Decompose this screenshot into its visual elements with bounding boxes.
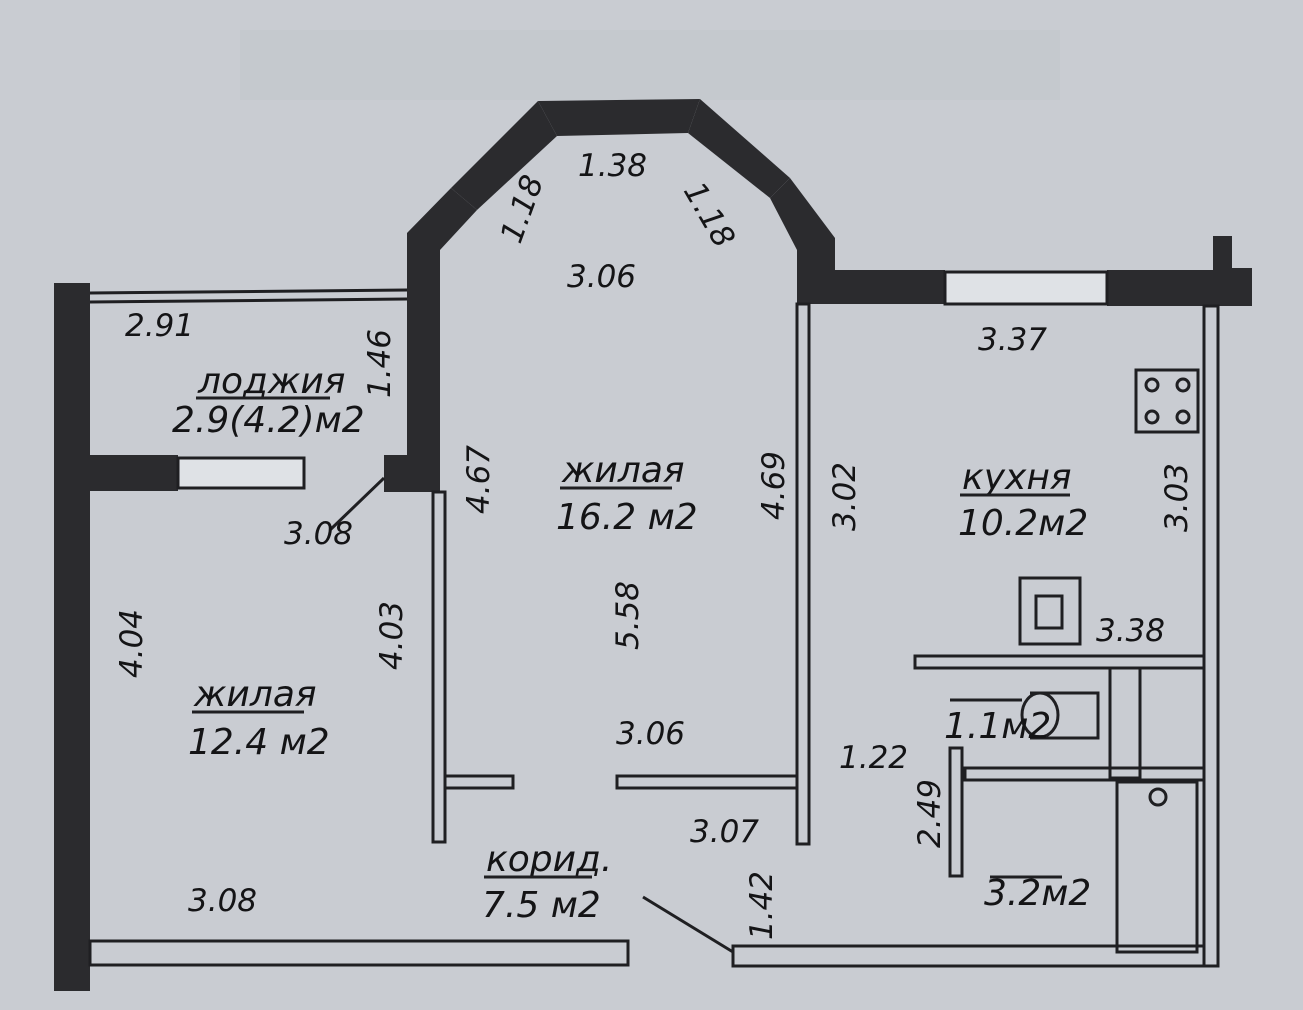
- dim-living1-left: 4.67: [461, 445, 497, 514]
- dim-corridor-right: 3.07: [690, 814, 759, 850]
- fixtures: [1018, 368, 1200, 954]
- dim-living2-bottom: 3.08: [188, 883, 257, 919]
- bay-top-wall: [538, 99, 700, 136]
- dim-bay-top: 1.38: [578, 148, 647, 184]
- right-exterior-wall: [1202, 304, 1220, 968]
- dim-living2-right: 4.03: [374, 601, 410, 670]
- bathtub-icon: [1115, 780, 1199, 954]
- dim-living1-top: 3.06: [567, 259, 636, 295]
- loggia-partition-wall: [54, 455, 178, 491]
- bath-area: 3.2м2: [984, 873, 1091, 914]
- loggia-railing: [89, 288, 408, 295]
- dim-kitchen-right: 3.03: [1159, 463, 1195, 532]
- top-right-corner: [1213, 236, 1252, 306]
- door-stub-left: [443, 774, 515, 790]
- stove-icon: [1134, 368, 1200, 434]
- bay-upper-left-wall: [451, 101, 557, 210]
- exterior-walls: [54, 99, 1252, 991]
- dim-kitchen-left: 3.02: [827, 462, 863, 531]
- room-labels: лоджия 2.9(4.2)м2 жилая 16.2 м2 кухня 10…: [172, 361, 1091, 926]
- dim-living2-left: 4.04: [114, 609, 150, 678]
- dim-loggia-depth: 1.46: [362, 329, 398, 398]
- dim-loggia-width: 2.91: [125, 308, 194, 344]
- living1-area: 16.2 м2: [556, 497, 698, 538]
- kitchen-name: кухня: [962, 457, 1072, 498]
- dim-kitchen-width: 3.37: [978, 322, 1047, 358]
- bay-left-wall: [384, 188, 477, 492]
- kitchen-window: [943, 270, 1109, 306]
- corridor-area: 7.5 м2: [482, 885, 601, 926]
- left-exterior-wall: [54, 283, 90, 991]
- bottom-wall-right: [731, 944, 1206, 968]
- wc-area: 1.1м2: [944, 706, 1051, 747]
- ventilation-shaft-icon: [1018, 576, 1082, 646]
- dim-entry: 1.42: [744, 871, 780, 940]
- dim-living1-depth: 5.58: [610, 581, 646, 650]
- wall-living2-living1: [431, 490, 447, 844]
- living1-name: жилая: [561, 450, 685, 491]
- bottom-wall-left: [88, 939, 630, 967]
- dim-corridor-d: 2.49: [912, 779, 948, 848]
- kitchen-area: 10.2м2: [958, 503, 1088, 544]
- dim-living1-bottom: 3.06: [616, 716, 685, 752]
- wc-bottom-wall: [963, 766, 1206, 782]
- windows: [89, 270, 1109, 490]
- dim-kitchen-bottom: 3.38: [1096, 613, 1165, 649]
- bay-right-wall: [770, 178, 945, 304]
- dim-corridor-w: 1.22: [839, 740, 908, 776]
- living2-name: жилая: [193, 674, 317, 715]
- dim-living1-right: 4.69: [756, 451, 792, 520]
- faded-print-area: [240, 30, 1060, 100]
- bath-left-wall: [948, 746, 964, 878]
- loggia-door-window: [176, 456, 306, 490]
- living2-area: 12.4 м2: [188, 722, 330, 763]
- wc-bath-partition: [1108, 666, 1142, 780]
- corridor-name: корид.: [486, 839, 612, 880]
- dimension-labels: 1.38 1.18 1.18 3.06 2.91 1.46 3.37 4.67 …: [114, 148, 1195, 940]
- leader-line: [328, 476, 386, 532]
- door-stub-right: [615, 774, 799, 790]
- bay-upper-right-wall: [688, 99, 790, 198]
- loggia-area: 2.9(4.2)м2: [172, 400, 365, 441]
- interior-walls: [88, 302, 1220, 968]
- dim-living2-top: 3.08: [284, 516, 353, 552]
- kitchen-bottom-wall: [913, 654, 1206, 670]
- wall-living1-kitchen: [795, 302, 811, 846]
- loggia-name: лоджия: [197, 361, 345, 402]
- toilet-icon: [1030, 691, 1100, 740]
- entry-door-swing: [642, 895, 734, 954]
